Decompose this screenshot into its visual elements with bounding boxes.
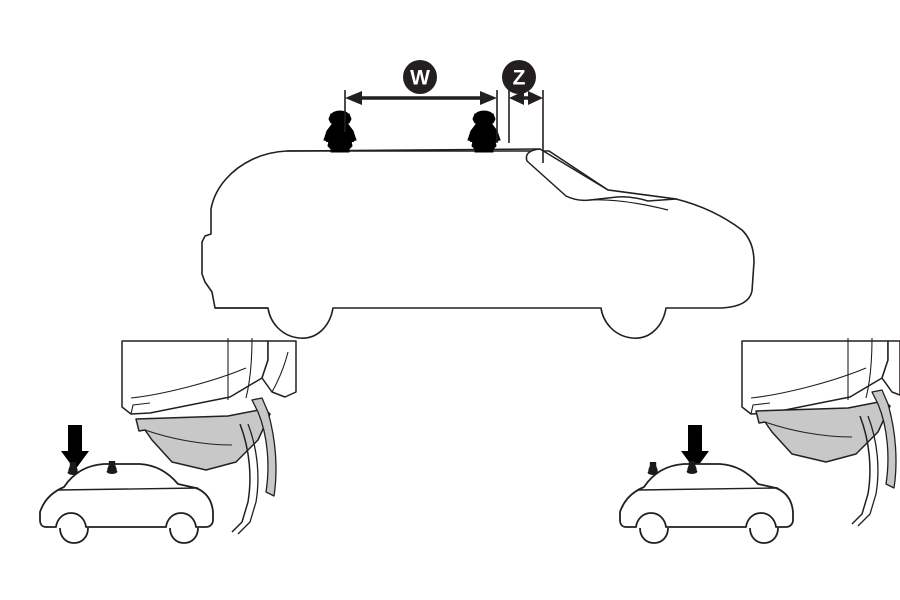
left-mini-car-roof-line: [57, 487, 199, 491]
z-arrowhead-right: [528, 91, 543, 105]
right-body-edge-b: [865, 337, 873, 399]
right-pillar-panel: [881, 340, 900, 396]
right-seal-inner: [857, 415, 879, 527]
left-mini-car-front-wheel: [59, 527, 89, 544]
left-jamb-inner-line: [144, 429, 233, 446]
z-label-text: Z: [513, 67, 526, 90]
left-jamb-shaded-area: [135, 408, 271, 471]
car-roof-line: [286, 148, 541, 152]
rear-window-glass: [525, 148, 677, 202]
left-door-edge-fold: [130, 402, 151, 415]
left-door-panel: [121, 340, 269, 415]
right-door-edge-fold: [750, 402, 771, 415]
right-jamb-shaded-area: [755, 400, 891, 463]
left-body-edge-b: [245, 337, 253, 399]
left-mini-car-body: [39, 463, 214, 528]
z-arrowhead-left: [509, 91, 524, 105]
left-mini-car-rear-wheel: [169, 527, 199, 544]
right-door-panel: [741, 340, 889, 415]
car-body-outline: [201, 150, 755, 339]
right-mini-car: [619, 461, 794, 544]
inset-left: [39, 425, 214, 544]
right-jamb-inner-line: [764, 421, 853, 438]
main-car-profile: [201, 148, 755, 339]
right-door-crease: [750, 367, 867, 399]
right-seal-outer: [851, 415, 871, 525]
w-label-text: W: [410, 67, 430, 90]
left-shut-face-strip: [251, 397, 277, 497]
left-pillar-crease: [271, 351, 289, 393]
z-label-badge: [502, 60, 536, 94]
w-label-badge: [403, 60, 437, 94]
dimension-z: Z: [502, 60, 544, 163]
right-mini-car-front-wheel: [639, 527, 669, 544]
detail-left-door-jamb: [121, 337, 297, 535]
right-mini-car-roof-line: [637, 487, 779, 491]
rear-body-crease: [589, 199, 669, 211]
right-shut-face-strip: [871, 389, 897, 489]
right-mini-foot-front: [647, 462, 659, 475]
left-mini-foot-rear: [106, 461, 118, 474]
left-door-crease: [130, 367, 247, 399]
w-arrowhead-right: [480, 91, 497, 105]
w-arrowhead-left: [345, 91, 362, 105]
inset-right: [619, 425, 794, 544]
dimension-w: W: [344, 60, 498, 143]
left-mini-car: [39, 461, 214, 544]
left-seal-inner: [237, 423, 259, 535]
right-mini-car-body: [619, 463, 794, 528]
left-seal-outer: [231, 423, 251, 533]
right-mini-car-rear-wheel: [749, 527, 779, 544]
roof-foot-front: [323, 110, 357, 153]
roof-foot-rear: [467, 110, 501, 153]
detail-right-door-jamb: [741, 337, 900, 527]
